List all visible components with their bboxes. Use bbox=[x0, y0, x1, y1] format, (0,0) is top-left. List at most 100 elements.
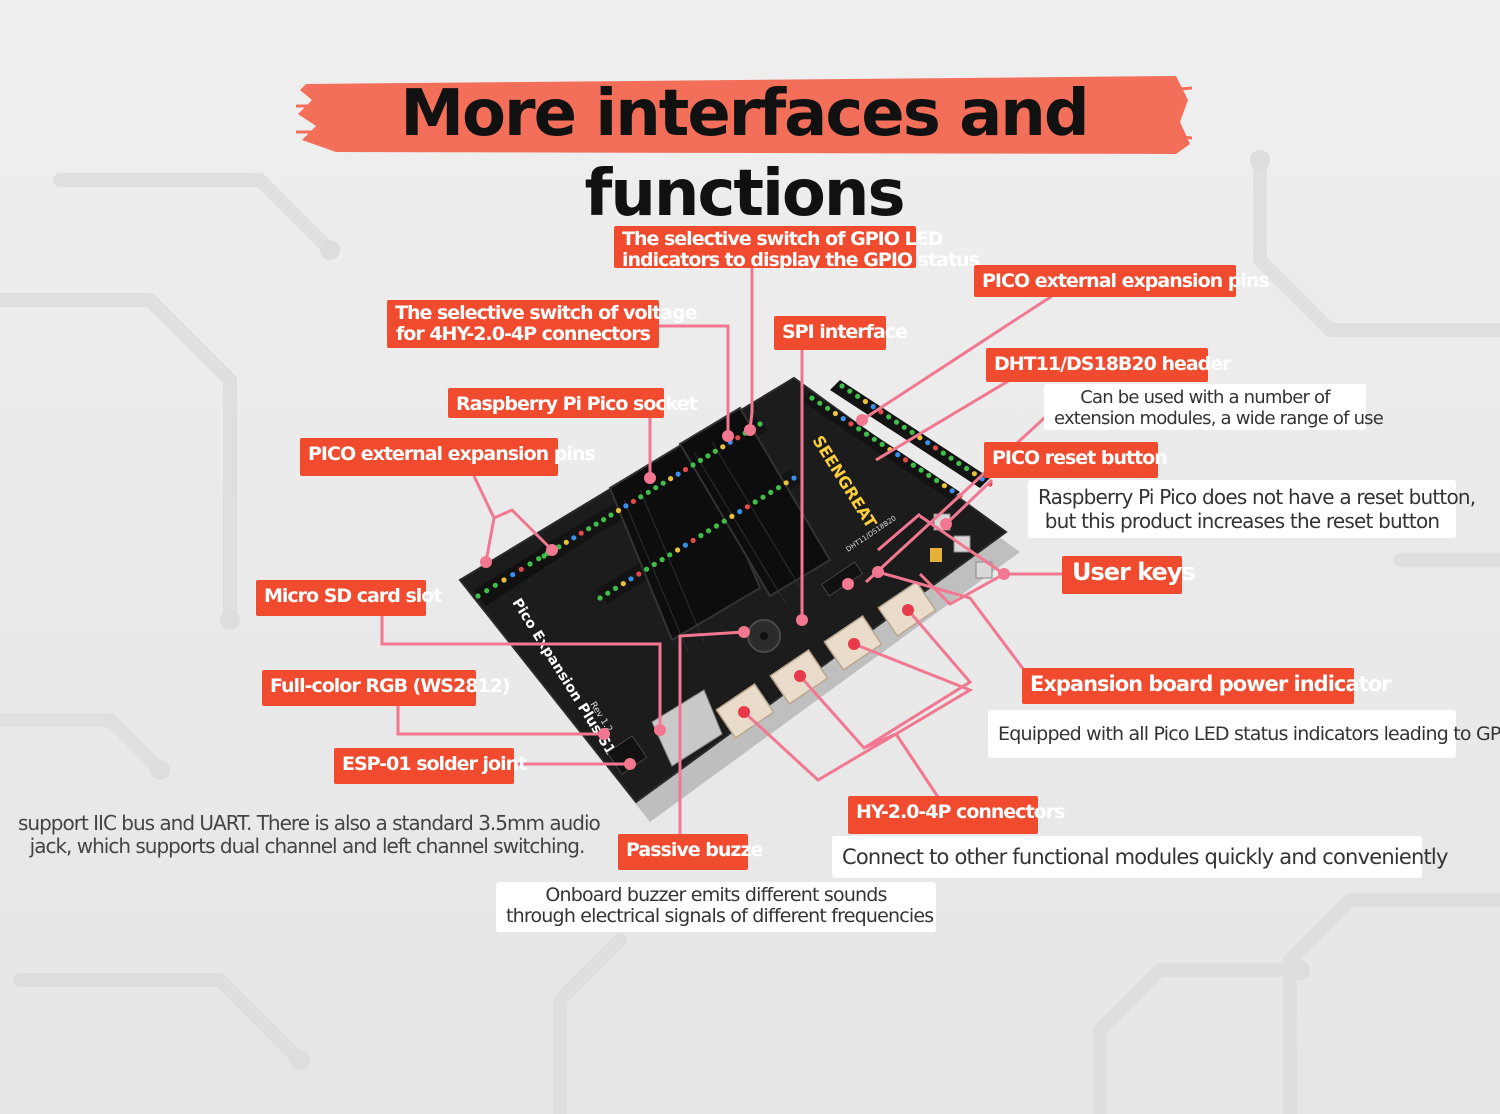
pin-dot bbox=[964, 465, 970, 472]
note-power: Equipped with all Pico LED status indica… bbox=[988, 710, 1500, 758]
pin-dot bbox=[856, 426, 862, 432]
pin-dot bbox=[902, 457, 909, 463]
pin-dot bbox=[682, 466, 689, 473]
pin-dot bbox=[667, 552, 673, 558]
pin-dot bbox=[713, 523, 720, 529]
pin-dot bbox=[682, 542, 689, 548]
pin-dot bbox=[721, 518, 727, 524]
pin-dot bbox=[956, 460, 962, 466]
bus-description: support IIC bus and UART. There is also … bbox=[18, 811, 601, 858]
connector-markers bbox=[738, 604, 914, 718]
page-title: More interfaces and functions bbox=[400, 77, 1089, 231]
pin-dot bbox=[775, 485, 782, 491]
pin-dot bbox=[660, 480, 666, 486]
label-micro-sd: Micro SD card slot bbox=[256, 580, 442, 616]
note-dht: Can be used with a number of extension m… bbox=[1044, 384, 1384, 430]
pin-dot bbox=[712, 448, 718, 454]
pico-socket-left bbox=[608, 434, 762, 642]
pin-dots bbox=[475, 383, 993, 601]
pin-dot bbox=[630, 498, 637, 504]
pin-dot bbox=[653, 485, 659, 491]
pin-dot bbox=[949, 488, 955, 494]
pin-dot bbox=[909, 429, 915, 435]
label-buzzer: Passive buzze bbox=[618, 834, 763, 870]
pin-dot bbox=[668, 476, 674, 482]
pin-dot bbox=[971, 471, 978, 477]
pin-dot bbox=[934, 477, 940, 484]
pin-dot bbox=[848, 421, 854, 427]
pin-dot bbox=[651, 561, 657, 568]
pin-dot bbox=[484, 588, 490, 594]
pin-dot bbox=[729, 513, 735, 520]
pin-dot bbox=[612, 585, 619, 592]
title-banner: More interfaces and functions bbox=[296, 70, 1192, 231]
pin-dot bbox=[690, 462, 696, 468]
label-hy-connectors: HY-2.0-4P connectors bbox=[848, 796, 1065, 834]
pin-dot bbox=[527, 561, 533, 567]
pin-dot bbox=[501, 577, 507, 583]
pin-dot bbox=[586, 526, 592, 532]
pin-dot bbox=[698, 533, 704, 539]
pin-dot bbox=[879, 441, 885, 447]
label-pico-pins-top: PICO external expansion pins bbox=[974, 265, 1270, 297]
pin-dot bbox=[492, 582, 498, 588]
pin-dot bbox=[855, 393, 861, 399]
pin-dot bbox=[840, 416, 846, 422]
pin-dot bbox=[918, 467, 924, 473]
pin-dot bbox=[615, 507, 622, 514]
pin-dot bbox=[925, 440, 931, 446]
pin-dot bbox=[886, 414, 892, 420]
pin-dot bbox=[752, 499, 758, 505]
micro-sd-slot bbox=[651, 689, 723, 767]
pin-dot bbox=[737, 509, 743, 515]
pin-dot bbox=[638, 494, 644, 500]
pin-dot bbox=[926, 472, 932, 478]
pin-dot bbox=[578, 530, 584, 536]
label-user-keys: User keys bbox=[1062, 556, 1196, 594]
pin-dot bbox=[932, 445, 939, 451]
pin-dot bbox=[817, 400, 823, 406]
pin-dot bbox=[536, 556, 542, 562]
pin-dot bbox=[690, 537, 696, 544]
pin-dot bbox=[705, 453, 711, 459]
pin-dot bbox=[839, 383, 845, 389]
label-power-indicator: Expansion board power indicator bbox=[1022, 668, 1391, 704]
pin-dot bbox=[870, 404, 876, 410]
pin-dot bbox=[608, 512, 614, 518]
pin-dot bbox=[623, 503, 629, 509]
label-esp01: ESP-01 solder joint bbox=[334, 748, 527, 784]
pin-dot bbox=[825, 405, 831, 411]
label-pico-socket: Raspberry Pi Pico socket bbox=[448, 388, 698, 418]
label-dht-header: DHT11/DS18B20 header bbox=[986, 348, 1232, 382]
leader-endpoints bbox=[480, 414, 1010, 770]
pin-dot bbox=[863, 431, 870, 437]
pin-dot bbox=[628, 576, 634, 582]
pin-dot bbox=[518, 566, 524, 572]
pin-dot bbox=[706, 528, 712, 534]
pin-dot bbox=[878, 409, 884, 415]
label-voltage-switch: The selective switch of voltage for 4HY-… bbox=[387, 300, 697, 348]
pin-dot bbox=[593, 521, 599, 527]
label-spi-interface: SPI interface bbox=[774, 316, 908, 350]
pin-dot bbox=[644, 566, 650, 572]
pin-dot bbox=[893, 419, 900, 425]
pin-dot bbox=[475, 593, 481, 599]
pin-dot bbox=[791, 475, 797, 481]
pin-dot bbox=[744, 504, 751, 510]
pin-dot bbox=[895, 452, 901, 458]
pin-dot bbox=[697, 457, 704, 463]
label-gpio-led-switch: The selective switch of GPIO LED indicat… bbox=[614, 226, 980, 271]
pin-dot bbox=[510, 572, 516, 578]
pin-dot bbox=[675, 471, 681, 477]
pin-dot bbox=[768, 489, 774, 495]
pin-dot bbox=[809, 395, 815, 401]
pin-dot bbox=[757, 421, 763, 427]
pin-dot bbox=[948, 455, 954, 461]
note-hy: Connect to other functional modules quic… bbox=[832, 836, 1448, 878]
pin-dot bbox=[941, 483, 948, 489]
pin-dot bbox=[601, 517, 607, 523]
pin-dot bbox=[563, 539, 569, 545]
label-rgb: Full-color RGB (WS2812) bbox=[262, 670, 511, 706]
